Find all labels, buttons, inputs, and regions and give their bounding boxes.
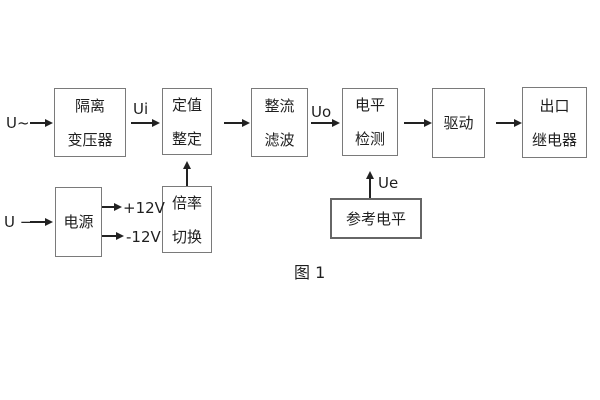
block-label: 整定 <box>171 129 202 148</box>
arrow-setting-to-rectifier-icon <box>224 119 250 126</box>
block-setting-adjustment: 定值 整定 <box>162 88 212 155</box>
arrow-dc-input-icon <box>30 218 53 225</box>
arrow-transformer-to-setting-icon <box>131 119 160 126</box>
block-label: 变压器 <box>67 130 113 149</box>
block-label: 定值 <box>171 95 202 114</box>
arrow-minus12v-rail-icon <box>102 232 124 239</box>
block-reference-level: 参考电平 <box>330 198 422 239</box>
arrow-driver-to-relay-icon <box>496 119 522 126</box>
block-label: 滤波 <box>264 130 295 149</box>
arrow-ac-input-icon <box>30 119 53 126</box>
block-output-relay: 出口 继电器 <box>522 87 587 158</box>
block-level-detection: 电平 检测 <box>342 88 398 156</box>
block-multiplier-switch: 倍率 切换 <box>162 186 212 253</box>
block-power-supply: 电源 <box>55 187 102 257</box>
label-plus12v-rail: +12V <box>123 199 165 217</box>
label-signal-ue: Ue <box>378 174 399 192</box>
block-label: 驱动 <box>443 114 474 132</box>
label-signal-ui: Ui <box>133 100 149 118</box>
block-label: 整流 <box>264 96 295 115</box>
block-label: 继电器 <box>531 130 577 149</box>
arrow-multiplier-to-setting-icon <box>183 161 190 186</box>
arrow-plus12v-rail-icon <box>102 203 122 210</box>
figure-caption: 图 1 <box>294 263 326 282</box>
arrow-rectifier-to-detection-icon <box>311 119 340 126</box>
block-label: 电平 <box>354 96 385 114</box>
label-dc-input: U − <box>4 213 33 231</box>
block-label: 倍率 <box>171 193 202 212</box>
arrow-detection-to-driver-icon <box>404 119 432 126</box>
label-ac-input: U~ <box>6 114 30 132</box>
block-label: 参考电平 <box>345 209 406 228</box>
block-label: 隔离 <box>74 96 105 115</box>
label-minus12v-rail: -12V <box>126 228 161 246</box>
block-label: 切换 <box>171 227 202 246</box>
label-signal-uo: Uo <box>311 103 332 121</box>
block-isolation-transformer: 隔离 变压器 <box>54 88 126 157</box>
block-rectifier-filter: 整流 滤波 <box>251 88 308 157</box>
block-label: 电源 <box>63 213 94 231</box>
block-label: 检测 <box>354 130 385 148</box>
block-driver: 驱动 <box>432 88 485 158</box>
arrow-reference-to-detection-icon <box>366 171 373 198</box>
block-label: 出口 <box>539 96 570 115</box>
